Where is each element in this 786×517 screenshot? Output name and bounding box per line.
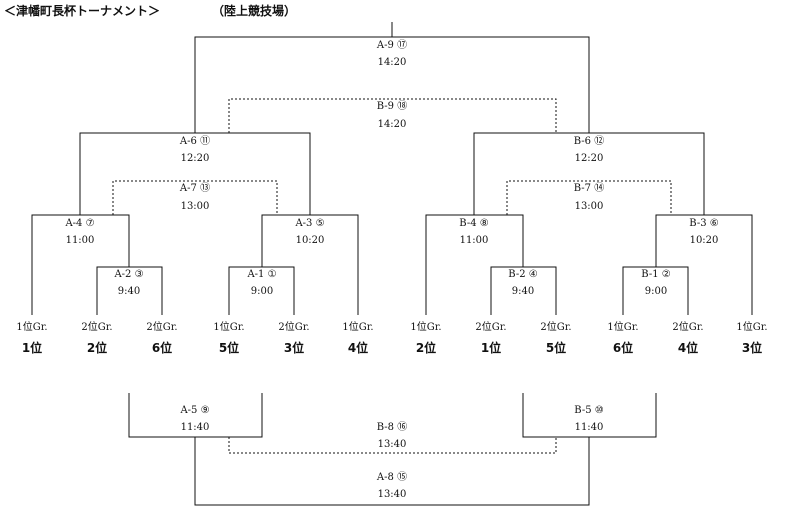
- match-a3-time: 10:20: [295, 235, 325, 246]
- match-b8-time: 13:40: [377, 439, 407, 450]
- match-a1-time: 9:00: [250, 286, 274, 297]
- leaf-rank-1: 1位: [21, 341, 43, 355]
- match-b9-label: B-9 ⑱: [376, 101, 408, 112]
- match-a5-label: A-5 ⑨: [180, 405, 210, 416]
- match-b9-time: 14:20: [377, 119, 407, 130]
- bracket-line-a3: [261, 214, 359, 315]
- match-b5-time: 11:40: [574, 422, 604, 433]
- match-a4-label: A-4 ⑦: [65, 218, 95, 229]
- leaf-group-6: 1位Gr.: [342, 322, 374, 333]
- bracket-line-b8: [228, 437, 557, 454]
- leaf-group-3: 2位Gr.: [146, 322, 178, 333]
- match-b6-time: 12:20: [574, 153, 604, 164]
- match-a2-time: 9:40: [117, 286, 141, 297]
- match-a9-label: A-9 ⑰: [376, 40, 408, 51]
- match-a9-time: 14:20: [377, 57, 407, 68]
- leaf-rank-6: 4位: [347, 341, 369, 355]
- match-a6-time: 12:20: [180, 153, 210, 164]
- match-b7-label: B-7 ⑭: [573, 183, 605, 194]
- bracket-solid-lines: [31, 22, 753, 506]
- match-b3-time: 10:20: [689, 235, 719, 246]
- match-a7-time: 13:00: [180, 201, 210, 212]
- match-a1-label: A-1 ①: [247, 269, 277, 280]
- bracket-line-a8: [194, 437, 590, 506]
- match-a3-label: A-3 ⑤: [295, 218, 325, 229]
- match-a4-time: 11:00: [65, 235, 95, 246]
- leaf-rank-8: 1位: [480, 341, 502, 355]
- leaf-group-1: 1位Gr.: [16, 322, 48, 333]
- leaf-rank-9: 5位: [545, 341, 567, 355]
- leaf-rank-4: 5位: [218, 341, 240, 355]
- bracket-line-a4: [31, 214, 130, 315]
- bracket-line-b3: [655, 214, 753, 315]
- match-a2-label: A-2 ③: [114, 269, 144, 280]
- match-b4-time: 11:00: [459, 235, 489, 246]
- leaf-group-12: 1位Gr.: [736, 322, 768, 333]
- match-a5-time: 11:40: [180, 422, 210, 433]
- match-a8-time: 13:40: [377, 489, 407, 500]
- leaf-rank-11: 4位: [677, 341, 699, 355]
- match-a8-label: A-8 ⑮: [376, 472, 408, 483]
- bracket-line-b7: [506, 180, 672, 215]
- match-b1-time: 9:00: [644, 286, 668, 297]
- match-b3-label: B-3 ⑥: [689, 218, 719, 229]
- match-b8-label: B-8 ⑯: [376, 422, 408, 433]
- bracket-line-b9: [228, 98, 557, 133]
- leaf-group-11: 2位Gr.: [672, 322, 704, 333]
- match-b1-label: B-1 ②: [641, 269, 671, 280]
- leaf-group-5: 2位Gr.: [278, 322, 310, 333]
- leaf-rank-7: 2位: [415, 341, 437, 355]
- leaf-group-9: 2位Gr.: [540, 322, 572, 333]
- match-a6-label: A-6 ⑪: [179, 136, 211, 147]
- leaf-rank-10: 6位: [612, 341, 634, 355]
- leaf-group-4: 1位Gr.: [213, 322, 245, 333]
- bracket-line-b4: [425, 214, 524, 315]
- leaf-rank-3: 6位: [151, 341, 173, 355]
- leaf-group-8: 2位Gr.: [475, 322, 507, 333]
- match-b7-time: 13:00: [574, 201, 604, 212]
- match-b5-label: B-5 ⑩: [574, 405, 604, 416]
- leaf-rank-5: 3位: [283, 341, 305, 355]
- bracket-line-a7: [112, 180, 278, 215]
- page-title: ＜津幡町長杯トーナメント＞: [4, 4, 161, 18]
- leaf-group-10: 1位Gr.: [607, 322, 639, 333]
- match-b2-label: B-2 ④: [508, 269, 538, 280]
- match-a7-label: A-7 ⑬: [179, 183, 211, 194]
- leaf-group-7: 1位Gr.: [410, 322, 442, 333]
- bracket-dotted-lines: [112, 98, 672, 454]
- match-b4-label: B-4 ⑧: [459, 218, 489, 229]
- leaf-group-2: 2位Gr.: [81, 322, 113, 333]
- leaf-rank-2: 2位: [86, 341, 108, 355]
- match-b2-time: 9:40: [511, 286, 535, 297]
- venue-label: （陸上競技場）: [212, 4, 297, 18]
- match-b6-label: B-6 ⑫: [573, 136, 605, 147]
- leaf-rank-12: 3位: [741, 341, 763, 355]
